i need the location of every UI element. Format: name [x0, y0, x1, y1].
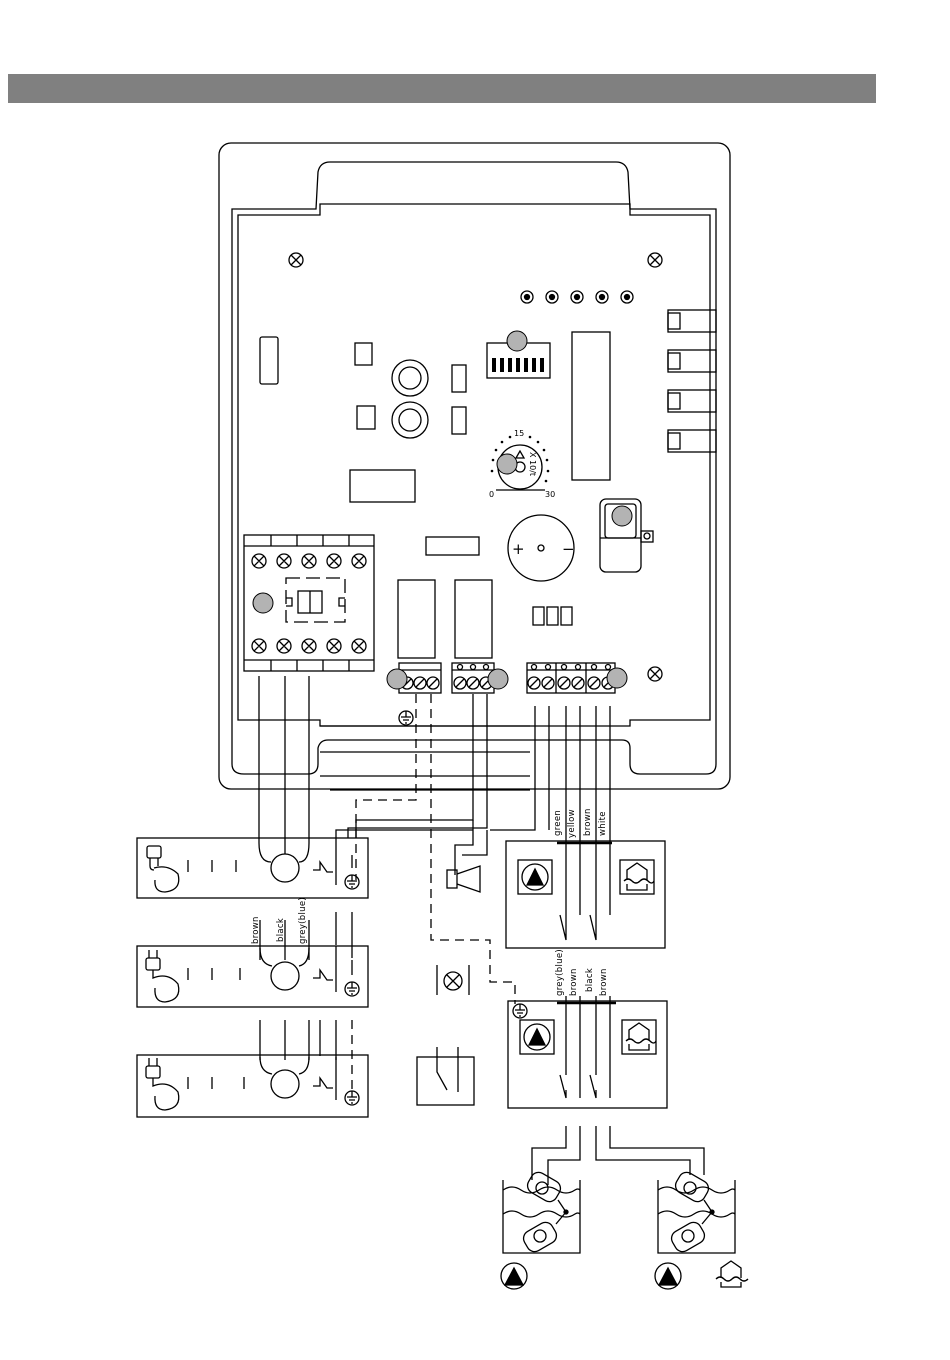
pump-icon — [518, 860, 552, 894]
control-box — [219, 143, 730, 789]
wire-label-yellow: yellow — [567, 809, 577, 838]
house-flood-icon — [620, 860, 654, 894]
wire-label-black: black — [276, 918, 286, 942]
pump-unit-1 — [137, 838, 368, 898]
terminal-block-right — [527, 663, 615, 693]
buzzer-minus: − — [562, 540, 575, 558]
screw-icon — [289, 253, 662, 681]
plug-icon — [146, 950, 179, 1002]
ground-icon — [345, 1091, 359, 1105]
wire-label-white: white — [598, 811, 608, 836]
led-row — [521, 291, 633, 303]
dial-mark-top: 15 — [514, 429, 524, 438]
wire-label-brown: brown — [599, 968, 609, 996]
house-flood-icon — [716, 1261, 748, 1287]
external-switch — [417, 1047, 474, 1105]
sensor-box-2-cables — [566, 996, 610, 1075]
wire-label-brown: brown — [569, 968, 579, 996]
cables — [259, 676, 610, 930]
callout-markers — [253, 331, 632, 689]
wire-label-brown: brown — [251, 916, 261, 944]
ground-icon — [345, 875, 359, 889]
plug-icon — [147, 846, 179, 892]
wire-label-grey-blue: grey(blue) — [555, 949, 565, 996]
house-flood-icon — [622, 1020, 656, 1054]
ground-icon — [345, 982, 359, 996]
wire-label-grey-blue: grey(blue) — [298, 897, 308, 944]
lamp-icon — [437, 965, 469, 995]
pump-icon — [520, 1020, 554, 1054]
ground-icon — [513, 1004, 527, 1018]
ground-icon — [399, 711, 413, 725]
pcb-components — [260, 332, 610, 658]
wire-label-black: black — [585, 968, 595, 992]
pump-icon — [655, 1263, 681, 1289]
dial-face-text: X 10/t — [528, 452, 537, 476]
tank-right — [658, 1180, 735, 1253]
plug-icon — [146, 1058, 179, 1110]
wire-label-brown: brown — [583, 808, 593, 836]
float-cables — [532, 1126, 704, 1185]
dial-mark-left: 0 — [489, 490, 494, 499]
wire-label-green: green — [553, 810, 563, 836]
buzzer-plus: + — [512, 540, 525, 558]
dial-mark-right: 30 — [545, 490, 555, 499]
horn-icon — [447, 866, 480, 892]
pump-unit-2 — [137, 946, 368, 1007]
pump-icon — [501, 1263, 527, 1289]
cable-glands — [668, 310, 716, 452]
